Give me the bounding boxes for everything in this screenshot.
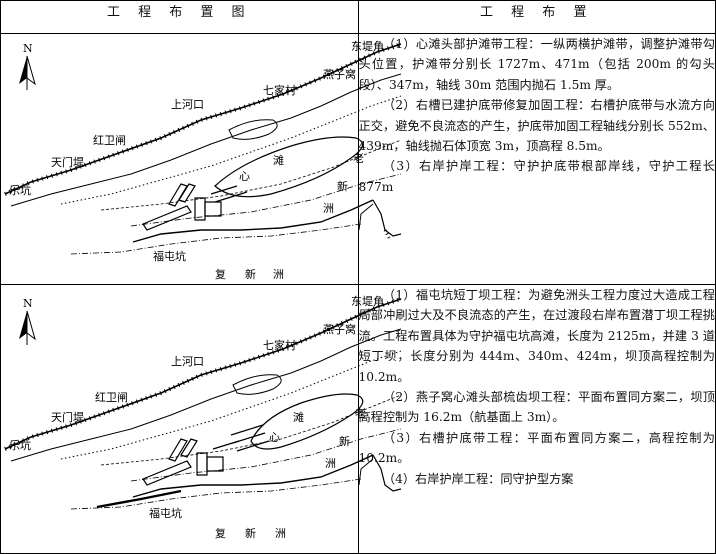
north-label: N	[23, 42, 33, 55]
label-xin-2: 新	[339, 434, 350, 448]
label-qijiacun: 七家村	[263, 83, 296, 97]
label-tan: 滩	[293, 410, 304, 424]
north-arrow-icon: N	[19, 297, 36, 345]
layout-map-2: N	[4, 295, 402, 540]
label-zhou-2: 洲	[275, 527, 286, 540]
label-hongweizha: 红卫闸	[93, 134, 126, 147]
label-zhou: 洲	[325, 457, 336, 470]
paragraph: （3）右岸护岸工程：守护护底带根部岸线，守护工程长 877m	[358, 159, 716, 194]
description-cell-1: （1）心滩头部护滩带工程：一纵两横护滩带，调整护滩带勾头位置，护滩带分别长 17…	[357, 33, 716, 285]
label-futunkeng: 福屯坑	[149, 506, 182, 520]
label-dongdijiao: 东堤角	[351, 40, 384, 53]
label-tan: 滩	[273, 153, 284, 167]
label-hongweizha: 红卫闸	[95, 391, 128, 404]
label-qijiacun: 七家村	[263, 338, 296, 352]
works-structure	[142, 183, 248, 231]
map-cell-1: N	[0, 33, 402, 285]
label-futunkeng: 福屯坑	[153, 249, 186, 263]
label-yanziwo: 燕子窝	[323, 67, 356, 81]
label-fu: 复	[215, 526, 226, 540]
paragraph: （2）右槽已建护底带修复加固工程：右槽护底带与水流方向正交，避免不良流态的产生，…	[358, 98, 716, 154]
label-fu: 复	[215, 267, 226, 281]
paragraph: （1）福屯坑短丁坝工程：为避免洲头工程力度过大造成工程局部冲刷过大及不良流态的产…	[358, 288, 716, 384]
header-left: 工 程 布 置 图	[0, 0, 359, 34]
label-xin-3: 新	[245, 267, 256, 281]
paragraph: （4）右岸护岸工程：同守护型方案	[382, 471, 574, 486]
label-xin: 心	[239, 170, 250, 183]
label-lekeng: 乐坑	[9, 183, 31, 197]
header-right: 工 程 布 置	[357, 0, 716, 34]
label-shanghekou: 上河口	[171, 355, 204, 368]
label-zhou: 洲	[323, 202, 334, 215]
label-shanghekou: 上河口	[171, 98, 204, 111]
north-label: N	[23, 297, 33, 310]
label-yanziwo: 燕子窝	[323, 322, 356, 336]
label-tianmendi: 天门堤	[51, 410, 84, 424]
north-arrow-icon: N	[19, 42, 36, 90]
layout-map-1: N	[4, 40, 402, 281]
label-lao: 老	[355, 407, 366, 420]
label-dongdijiao: 东堤角	[351, 295, 384, 308]
paragraph: （3）右槽护底带工程：平面布置同方案二，高程控制为 10.2m。	[358, 430, 716, 466]
label-xin-2: 新	[337, 179, 348, 193]
label-zhou-2: 洲	[273, 268, 284, 281]
label-tianmendi: 天门堤	[51, 155, 84, 169]
map-cell-2: N	[0, 284, 402, 554]
label-xin: 心	[269, 431, 280, 444]
label-xin-3: 新	[245, 526, 256, 540]
label-lao: 老	[353, 152, 364, 165]
paragraph: （1）心滩头部护滩带工程：一纵两横护滩带，调整护滩带勾头位置，护滩带分别长 17…	[358, 37, 716, 92]
label-lekeng: 乐坑	[9, 438, 31, 452]
works-structure	[142, 424, 270, 486]
paragraph: （2）燕子窝心滩头部梳齿坝工程：平面布置同方案二，坝顶高程控制为 16.2m（航…	[358, 390, 716, 425]
description-cell-2: （1）福屯坑短丁坝工程：为避免洲头工程力度过大造成工程局部冲刷过大及不良流态的产…	[357, 284, 716, 554]
